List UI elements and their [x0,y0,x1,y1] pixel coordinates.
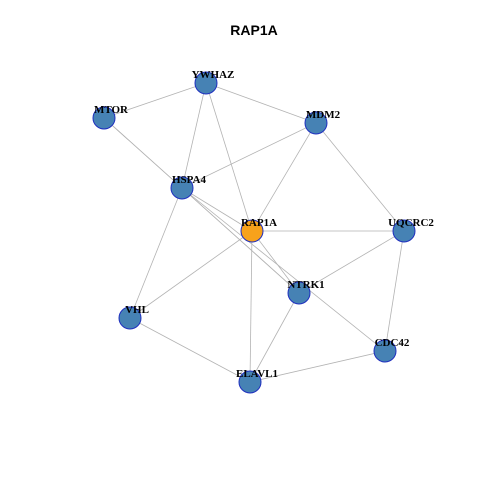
edge-mdm2-rap1a [251,122,317,232]
node-label-hspa4: HSPA4 [172,174,207,186]
node-elavl1[interactable] [238,370,262,394]
edge-hspa4-cdc42 [181,187,386,352]
edge-ywhaz-hspa4 [181,82,207,189]
edge-hspa4-ntrk1 [181,187,300,294]
node-label-elavl1: ELAVL1 [236,368,278,380]
edge-rap1a-elavl1 [249,230,253,383]
edge-hspa4-vhl [129,187,183,319]
diagram-title: RAP1A [230,22,277,38]
edge-mdm2-hspa4 [181,122,317,189]
node-label-vhl: VHL [125,304,149,316]
edge-elavl1-cdc42 [249,350,386,383]
node-mdm2[interactable] [304,111,328,135]
node-layer [92,71,416,394]
edge-rap1a-vhl [129,230,253,319]
edge-vhl-elavl1 [129,317,251,383]
node-hspa4[interactable] [170,176,194,200]
node-label-ntrk1: NTRK1 [287,279,324,291]
node-mtor[interactable] [92,106,116,130]
node-label-ywhaz: YWHAZ [192,69,235,81]
edge-uqcrc2-ntrk1 [298,230,405,294]
edge-mdm2-uqcrc2 [315,122,405,232]
node-vhl[interactable] [118,306,142,330]
node-label-mdm2: MDM2 [306,109,341,121]
edge-ywhaz-rap1a [205,82,253,232]
node-label-mtor: MTOR [94,104,129,116]
node-rap1a[interactable] [240,219,264,243]
node-label-rap1a: RAP1A [241,217,277,229]
node-ywhaz[interactable] [194,71,218,95]
edge-rap1a-ntrk1 [251,230,300,294]
node-ntrk1[interactable] [287,281,311,305]
edge-ntrk1-elavl1 [249,292,300,383]
edge-hspa4-rap1a [181,187,253,232]
node-label-uqcrc2: UQCRC2 [388,217,434,229]
edge-ywhaz-mtor [103,82,207,119]
edge-ywhaz-mdm2 [205,82,317,124]
node-cdc42[interactable] [373,339,397,363]
node-uqcrc2[interactable] [392,219,416,243]
node-label-cdc42: CDC42 [375,337,410,349]
edge-uqcrc2-cdc42 [384,230,405,352]
edge-layer [103,82,405,383]
